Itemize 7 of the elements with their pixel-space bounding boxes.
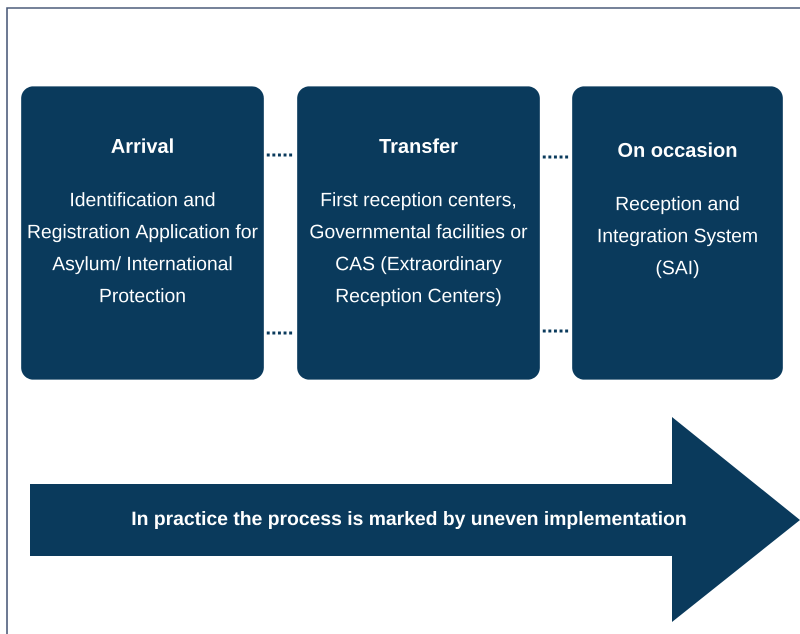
dotted-connector — [542, 156, 570, 158]
dotted-connector — [266, 154, 294, 156]
stage-box: On occasion Reception and Integration System (SAI) — [572, 86, 783, 380]
dotted-connector — [542, 330, 570, 332]
dotted-connector — [266, 332, 294, 334]
stage-box: Arrival Identification and Registration Application for Asylum/ International Protection — [21, 86, 264, 380]
stage-box: Transfer First reception centers, Governmental facilities or CAS (Extraordinary Reception Centers) — [297, 86, 540, 380]
